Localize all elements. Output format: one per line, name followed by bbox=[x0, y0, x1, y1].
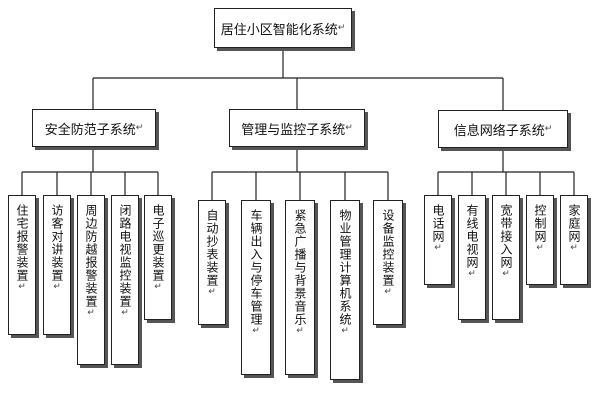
group-node-security: 安全防范子系统↵ bbox=[32, 109, 156, 147]
leaf-node: 周边防越报警装置↵ bbox=[77, 195, 105, 365]
leaf-return-mark: ↵ bbox=[467, 269, 477, 280]
leaf-node: 宽带接入网↵ bbox=[492, 195, 520, 320]
leaf-node: 紧急广播与背景音乐↵ bbox=[285, 200, 315, 375]
leaf-node: 家庭网↵ bbox=[560, 195, 588, 285]
root-return-mark: ↵ bbox=[337, 23, 346, 33]
leaf-return-mark: ↵ bbox=[569, 243, 579, 254]
leaf-label: 物业管理计算机系统 bbox=[338, 209, 352, 326]
leaf-label: 电话网 bbox=[431, 204, 445, 243]
leaf-label: 闭路电视监控装置 bbox=[118, 204, 132, 308]
leaf-return-mark: ↵ bbox=[52, 282, 62, 293]
leaf-node: 闭路电视监控装置↵ bbox=[111, 195, 139, 365]
leaf-node: 设备监控装置↵ bbox=[373, 200, 403, 325]
leaf-label: 车辆出入与停车管理 bbox=[249, 209, 263, 326]
leaf-label: 自动抄表装置 bbox=[205, 209, 219, 287]
leaf-label: 住宅报警装置 bbox=[15, 204, 29, 282]
leaf-label: 访客对讲装置 bbox=[50, 204, 64, 282]
leaf-return-mark: ↵ bbox=[207, 287, 217, 298]
leaf-node: 车辆出入与停车管理↵ bbox=[241, 200, 271, 375]
leaf-return-mark: ↵ bbox=[295, 326, 305, 337]
leaf-node: 物业管理计算机系统↵ bbox=[330, 200, 360, 380]
leaf-node: 电话网↵ bbox=[424, 195, 452, 285]
root-node: 居住小区智能化系统↵ bbox=[214, 8, 352, 48]
leaf-node: 电子巡更装置↵ bbox=[144, 195, 172, 320]
group-label: 信息网络子系统 bbox=[453, 123, 545, 139]
leaf-label: 有线电视网 bbox=[465, 204, 479, 269]
leaf-return-mark: ↵ bbox=[86, 308, 96, 319]
leaf-node: 控制网↵ bbox=[526, 195, 554, 285]
leaf-node: 住宅报警装置↵ bbox=[8, 195, 36, 335]
leaf-node: 访客对讲装置↵ bbox=[43, 195, 71, 335]
leaf-return-mark: ↵ bbox=[535, 243, 545, 254]
leaf-return-mark: ↵ bbox=[340, 326, 350, 337]
leaf-node: 有线电视网↵ bbox=[458, 195, 486, 320]
leaf-return-mark: ↵ bbox=[153, 282, 163, 293]
group-return-mark: ↵ bbox=[345, 123, 353, 133]
group-label: 管理与监控子系统 bbox=[241, 122, 346, 138]
group-node-management: 管理与监控子系统↵ bbox=[229, 109, 365, 147]
leaf-return-mark: ↵ bbox=[251, 326, 261, 337]
leaf-return-mark: ↵ bbox=[501, 269, 511, 280]
leaf-return-mark: ↵ bbox=[433, 243, 443, 254]
leaf-label: 紧急广播与背景音乐 bbox=[293, 209, 307, 326]
group-return-mark: ↵ bbox=[544, 124, 553, 134]
leaf-return-mark: ↵ bbox=[120, 308, 130, 319]
leaf-label: 控制网 bbox=[533, 204, 547, 243]
group-return-mark: ↵ bbox=[135, 123, 144, 133]
leaf-node: 自动抄表装置↵ bbox=[198, 200, 226, 325]
leaf-label: 家庭网 bbox=[567, 204, 581, 243]
root-label: 居住小区智能化系统 bbox=[220, 22, 338, 38]
leaf-label: 设备监控装置 bbox=[381, 209, 395, 287]
leaf-return-mark: ↵ bbox=[17, 282, 27, 293]
leaf-label: 宽带接入网 bbox=[499, 204, 513, 269]
leaf-return-mark: ↵ bbox=[383, 287, 393, 298]
leaf-label: 电子巡更装置 bbox=[151, 204, 165, 282]
group-node-network: 信息网络子系统↵ bbox=[438, 110, 568, 148]
group-label: 安全防范子系统 bbox=[44, 122, 136, 138]
leaf-label: 周边防越报警装置 bbox=[84, 204, 98, 308]
